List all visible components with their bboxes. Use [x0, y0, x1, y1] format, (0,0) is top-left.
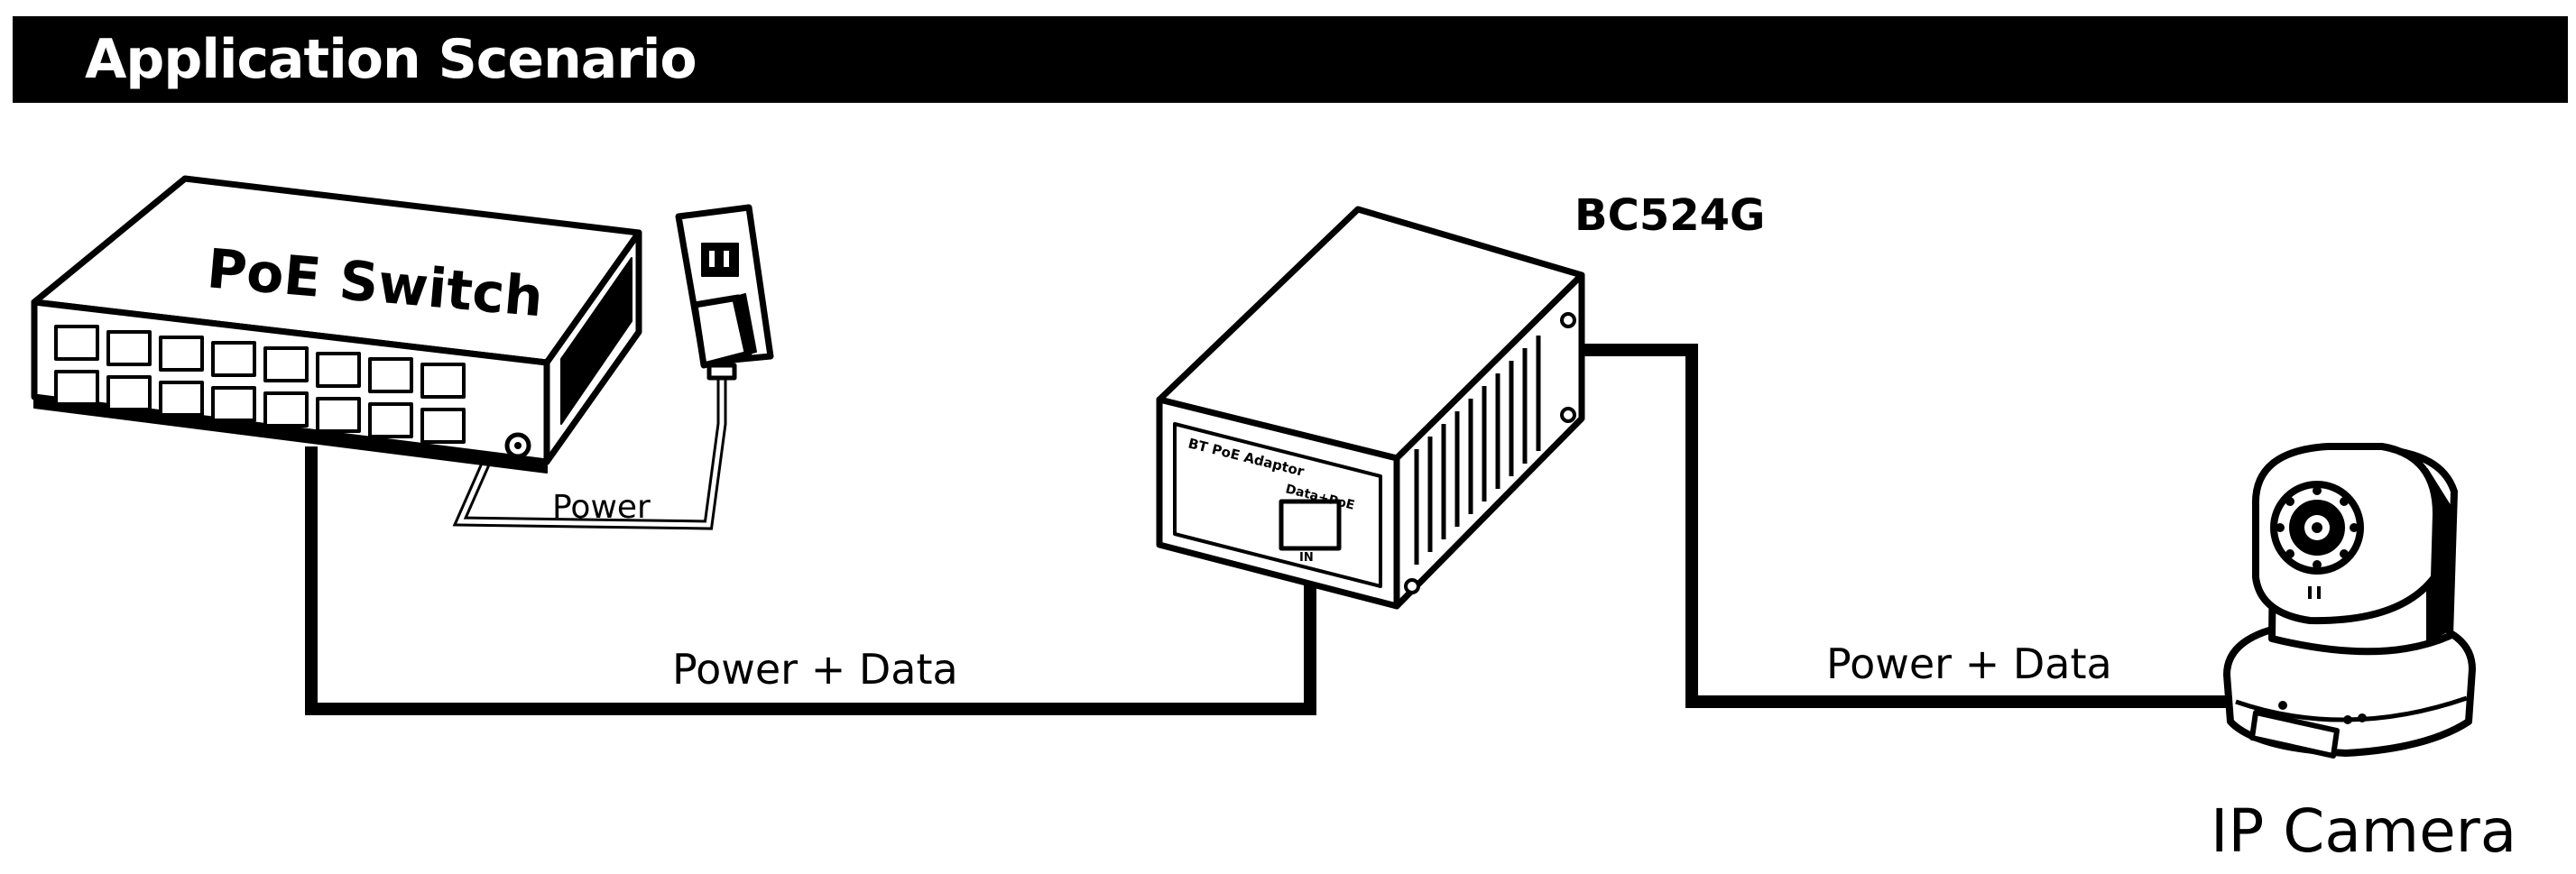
power-plug-icon: [691, 293, 757, 381]
adaptor-model-label: BC524G: [1574, 190, 1765, 241]
ip-camera-icon: [2223, 443, 2476, 759]
poe-adaptor-icon: [1156, 206, 1585, 610]
link-label-left: Power + Data: [672, 645, 958, 694]
adaptor-in-label: IN: [1299, 551, 1314, 565]
ethernet-cable-switch-to-adaptor: [305, 446, 1316, 715]
camera-label: IP Camera: [2211, 796, 2516, 866]
header-bar: Application Scenario: [13, 16, 2568, 103]
page-title: Application Scenario: [85, 28, 697, 91]
link-label-right: Power + Data: [1826, 639, 2112, 688]
power-label: Power: [552, 489, 651, 526]
poe-switch-icon: [31, 175, 642, 474]
ethernet-cable-adaptor-to-camera: [1583, 344, 2238, 708]
